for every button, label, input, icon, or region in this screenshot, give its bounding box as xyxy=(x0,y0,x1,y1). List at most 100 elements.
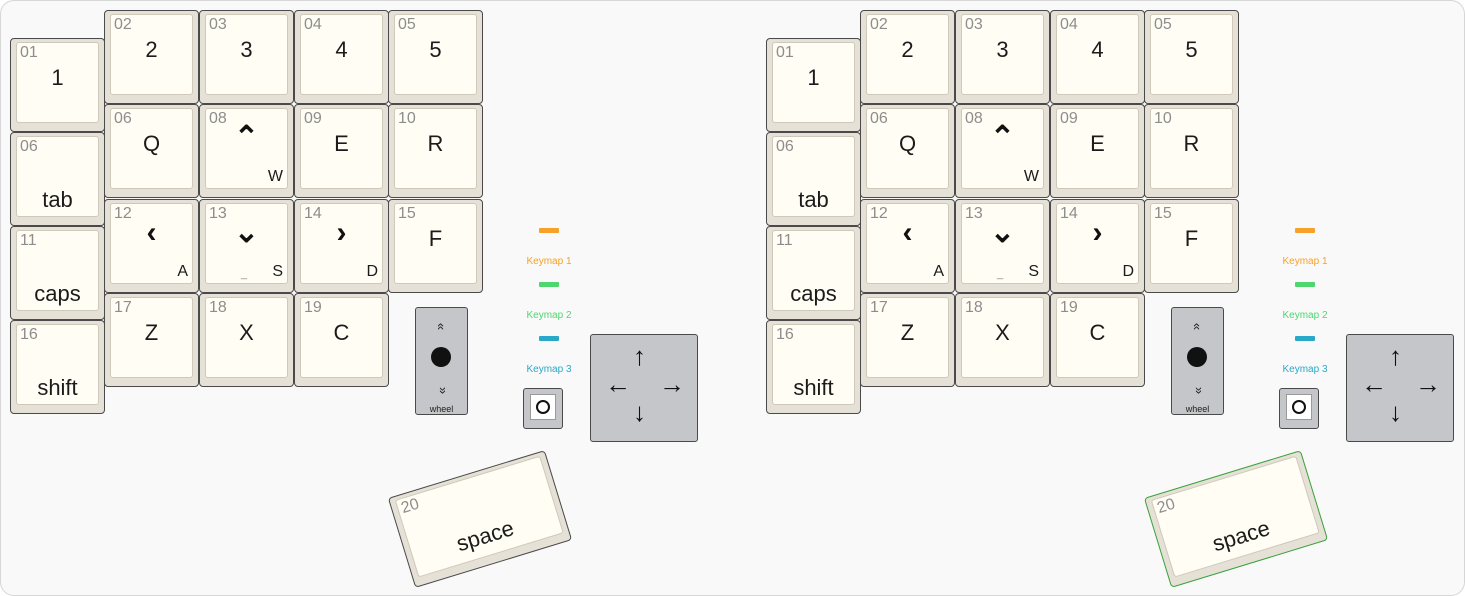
key-number: 05 xyxy=(398,16,416,33)
key-number: 06 xyxy=(114,110,132,127)
arrow-right-icon: → xyxy=(659,369,685,399)
dpad[interactable]: ↑↓←→ xyxy=(590,334,698,442)
key-a[interactable]: 12‹A xyxy=(104,199,199,293)
keymap-label-3[interactable]: Keymap 3 xyxy=(1282,364,1328,375)
key-number: 01 xyxy=(20,44,38,61)
key-number: 08 xyxy=(965,110,983,127)
key-number: 18 xyxy=(965,299,983,316)
arrow-icon: ‹ xyxy=(146,216,157,249)
key-label: tab xyxy=(42,187,73,212)
key-label: 3 xyxy=(240,37,253,62)
scroll-wheel[interactable]: ««wheel xyxy=(415,307,468,415)
key-number: 15 xyxy=(1154,205,1172,222)
key-number: 14 xyxy=(1060,205,1078,222)
key-4[interactable]: 04 4 xyxy=(294,10,389,104)
key-number: 19 xyxy=(1060,299,1078,316)
keymap-label-3[interactable]: Keymap 3 xyxy=(526,364,572,375)
arrow-icon: ⌃ xyxy=(989,121,1016,154)
key-cap: 08⌃W xyxy=(961,108,1044,189)
keymap-label-1[interactable]: Keymap 1 xyxy=(1282,256,1328,267)
key-label: X xyxy=(995,320,1010,345)
key-number: 09 xyxy=(1060,110,1078,127)
key-d[interactable]: 14›D xyxy=(294,199,389,293)
key-label: 4 xyxy=(335,37,348,62)
keymap-label-1[interactable]: Keymap 1 xyxy=(526,256,572,267)
arrow-up-icon: ↑ xyxy=(633,341,646,371)
button-face xyxy=(530,394,556,420)
key-label: C xyxy=(333,320,350,345)
key-w[interactable]: 08⌃W xyxy=(955,104,1050,198)
keymap-button[interactable] xyxy=(1279,388,1319,429)
key-label: Z xyxy=(144,320,159,345)
key-label: 5 xyxy=(1185,37,1198,62)
key-1[interactable]: 01 1 xyxy=(10,38,105,132)
keymap-label-2[interactable]: Keymap 2 xyxy=(1282,310,1328,321)
arrow-icon: ⌄ xyxy=(989,216,1016,249)
key-label: F xyxy=(428,226,443,251)
key-sub-label: S xyxy=(1028,263,1039,280)
key-number: 03 xyxy=(965,16,983,33)
keymap-button[interactable] xyxy=(523,388,563,429)
key-cap: 03 3 xyxy=(205,14,288,95)
key-d[interactable]: 14›D xyxy=(1050,199,1145,293)
key-number: 04 xyxy=(304,16,322,33)
dpad[interactable]: ↑↓←→ xyxy=(1346,334,1454,442)
key-s[interactable]: 13⌄S_ xyxy=(199,199,294,293)
key-number: 03 xyxy=(209,16,227,33)
key-number: 04 xyxy=(1060,16,1078,33)
key-label: 1 xyxy=(51,65,64,90)
key-number: 14 xyxy=(304,205,322,222)
key-number: 13 xyxy=(965,205,983,222)
key-number: 09 xyxy=(304,110,322,127)
scroll-wheel[interactable]: ««wheel xyxy=(1171,307,1224,415)
key-w[interactable]: 08⌃W xyxy=(199,104,294,198)
arrow-icon: ‹ xyxy=(902,216,913,249)
keymap-label-2[interactable]: Keymap 2 xyxy=(526,310,572,321)
key-number: 19 xyxy=(304,299,322,316)
key-s[interactable]: 13⌄S_ xyxy=(955,199,1050,293)
key-3[interactable]: 03 3 xyxy=(199,10,294,104)
key-label: caps xyxy=(34,281,81,306)
key-a[interactable]: 12‹A xyxy=(860,199,955,293)
